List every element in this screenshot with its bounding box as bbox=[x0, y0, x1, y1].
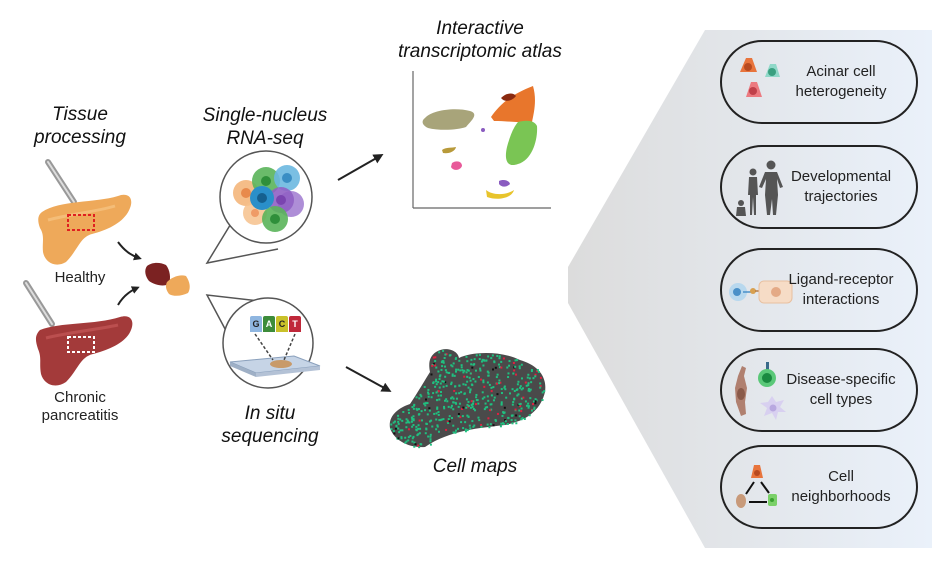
atlas-title-line2: transcriptomic atlas bbox=[398, 41, 562, 62]
atlas-title: Interactive transcriptomic atlas bbox=[380, 17, 580, 63]
base-t-icon: T bbox=[289, 316, 301, 332]
snrnaseq-title-line2: RNA-seq bbox=[226, 128, 304, 149]
insitu-title-line2: sequencing bbox=[221, 426, 319, 447]
application-ligand-receptor: Ligand-receptor interactions bbox=[720, 248, 918, 332]
application-label-line2: heterogeneity bbox=[795, 83, 887, 100]
insitu-title: In situ sequencing bbox=[215, 402, 325, 448]
tissue-title-line2: processing bbox=[34, 127, 126, 148]
application-developmental-trajectories: Developmental trajectories bbox=[720, 145, 918, 229]
application-disease-specific-cells: Disease-specific cell types bbox=[720, 348, 918, 432]
tissue-title-line1: Tissue bbox=[52, 104, 108, 125]
base-g-icon: G bbox=[250, 316, 262, 332]
chronic-pancreatitis-label: Chronic pancreatitis bbox=[20, 389, 140, 425]
cp-label-line2: pancreatitis bbox=[41, 407, 119, 424]
application-label-line1: Disease-specific bbox=[786, 371, 896, 388]
base-a-icon: A bbox=[263, 316, 275, 332]
application-label-line2: neighborhoods bbox=[791, 488, 891, 505]
base-c-icon: C bbox=[276, 316, 288, 332]
human-lifespan-icon bbox=[736, 160, 783, 216]
snrnaseq-title: Single-nucleus RNA-seq bbox=[195, 104, 335, 150]
cell-neighborhood-icon bbox=[736, 465, 777, 508]
tissue-processing-title: Tissue processing bbox=[20, 103, 140, 149]
acinar-cells-icon bbox=[740, 58, 780, 97]
application-label-line2: cell types bbox=[809, 391, 873, 408]
ligand-receptor-icon bbox=[729, 280, 793, 304]
application-label-line1: Cell bbox=[828, 468, 854, 485]
nucleotide-bases: G A C T bbox=[250, 316, 301, 332]
application-label-line1: Acinar cell bbox=[806, 63, 876, 80]
atlas-title-line1: Interactive bbox=[436, 18, 524, 39]
snrnaseq-title-line1: Single-nucleus bbox=[202, 105, 328, 126]
application-label-line2: trajectories bbox=[804, 188, 878, 205]
application-label-line1: Ligand-receptor bbox=[788, 271, 894, 288]
application-label-line2: interactions bbox=[802, 291, 880, 308]
cp-label-line1: Chronic bbox=[54, 389, 106, 406]
insitu-title-line1: In situ bbox=[244, 403, 296, 424]
application-cell-neighborhoods: Cell neighborhoods bbox=[720, 445, 918, 529]
healthy-label: Healthy bbox=[54, 269, 106, 286]
application-label-line1: Developmental bbox=[790, 168, 892, 185]
cell-maps-title: Cell maps bbox=[432, 456, 518, 477]
disease-cells-icon bbox=[735, 362, 786, 420]
application-acinar-heterogeneity: Acinar cell heterogeneity bbox=[720, 40, 918, 124]
